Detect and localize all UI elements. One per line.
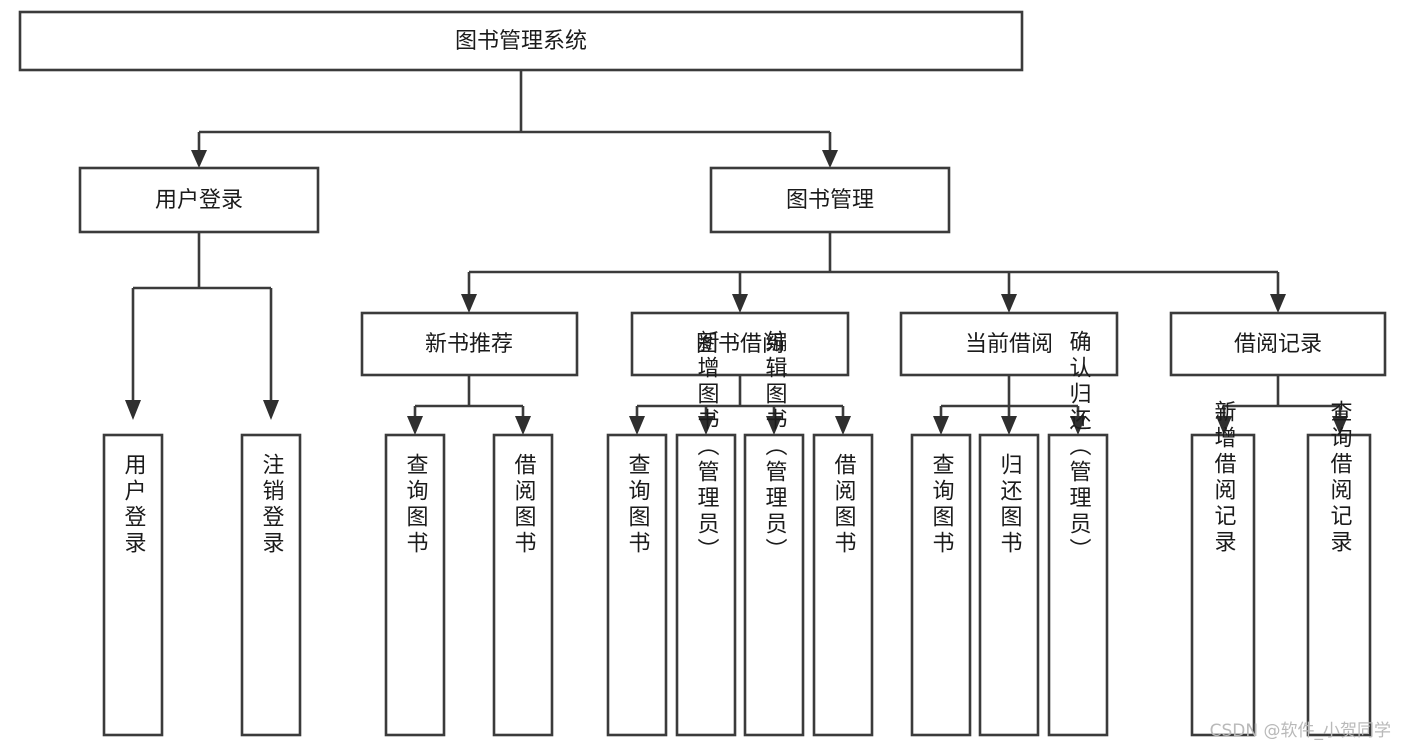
leaf-logout-login-label: 注销登录 (259, 453, 285, 557)
leaf-user-login-label: 用户登录 (121, 453, 147, 557)
leaf-return-book-label: 归还图书 (997, 453, 1023, 557)
leaf-query-book-borrow-box[interactable] (606, 433, 668, 737)
leaf-user-login[interactable]: 用户登录 (102, 433, 164, 737)
leaf-borrow-book-recommend[interactable]: 借阅图书 (492, 433, 554, 737)
arrowhead-new-book (461, 294, 477, 313)
arrowhead-leaf-add-book (698, 416, 714, 435)
node-current-borrow[interactable]: 当前借阅 (899, 311, 1119, 377)
leaf-user-login-box[interactable] (102, 433, 164, 737)
leaf-borrow-book-recommend-label: 借阅图书 (511, 453, 537, 557)
arrowhead-leaf-query-book-3 (933, 416, 949, 435)
arrowhead-leaf-add-record (1216, 416, 1232, 435)
leaf-logout-login-box[interactable] (240, 433, 302, 737)
node-book-manage-box[interactable] (709, 166, 951, 234)
node-new-book-recommend-label: 新书推荐 (425, 332, 513, 357)
arrowhead-leaf-query-book-1 (407, 416, 423, 435)
node-new-book-recommend[interactable]: 新书推荐 (360, 311, 579, 377)
arrowhead-leaf-borrow-book-2 (835, 416, 851, 435)
arrowhead-leaf-query-record (1332, 416, 1348, 435)
leaf-query-book-recommend-box[interactable] (384, 433, 446, 737)
connectors-book-manage-to-level3 (461, 232, 1286, 313)
node-root-system-box[interactable] (18, 10, 1024, 72)
arrowhead-leaf-logout (263, 400, 279, 420)
connectors-new-book-to-leaves (407, 375, 531, 435)
leaf-confirm-return-label: 确认归还（管理员） (1066, 330, 1092, 564)
arrowhead-leaf-confirm-return (1070, 416, 1086, 435)
leaf-logout-login[interactable]: 注销登录 (240, 433, 302, 737)
leaf-query-book-current[interactable]: 查询图书 (910, 433, 972, 737)
leaf-confirm-return-box[interactable] (1047, 433, 1109, 737)
leaf-edit-book[interactable]: 编辑图书（管理员） (743, 330, 805, 737)
node-user-login-label: 用户登录 (155, 188, 243, 213)
arrowhead-user-login (191, 150, 207, 168)
node-current-borrow-label: 当前借阅 (965, 332, 1053, 357)
node-borrow-record-label: 借阅记录 (1234, 332, 1322, 357)
leaf-add-book[interactable]: 新增图书（管理员） (675, 330, 737, 737)
node-book-manage-label: 图书管理 (786, 188, 874, 213)
leaf-add-borrow-record[interactable]: 新增借阅记录 (1190, 400, 1256, 737)
arrowhead-book-borrow (732, 294, 748, 313)
connectors-current-borrow-to-leaves (933, 375, 1086, 435)
arrowhead-borrow-record (1270, 294, 1286, 313)
arrowhead-leaf-query-book-2 (629, 416, 645, 435)
leaf-return-book[interactable]: 归还图书 (978, 433, 1040, 737)
arrowhead-leaf-edit-book (766, 416, 782, 435)
leaf-return-book-box[interactable] (978, 433, 1040, 737)
node-book-borrow-label: 图书借阅 (696, 332, 784, 357)
connectors-borrow-record-to-leaves (1216, 375, 1348, 435)
leaf-borrow-book-label: 借阅图书 (831, 453, 857, 557)
node-new-book-recommend-box[interactable] (360, 311, 579, 377)
leaf-query-borrow-record-box[interactable] (1306, 433, 1372, 737)
arrowhead-leaf-return-book (1001, 416, 1017, 435)
leaf-borrow-book[interactable]: 借阅图书 (812, 433, 874, 737)
leaf-borrow-book-recommend-box[interactable] (492, 433, 554, 737)
leaf-add-book-label: 新增图书（管理员） (694, 330, 720, 564)
leaf-query-book-borrow-label: 查询图书 (625, 453, 651, 557)
node-root-system-label: 图书管理系统 (455, 29, 587, 54)
node-current-borrow-box[interactable] (899, 311, 1119, 377)
leaf-query-borrow-record-label: 查询借阅记录 (1327, 400, 1353, 556)
leaf-add-borrow-record-label: 新增借阅记录 (1211, 400, 1237, 556)
node-user-login-box[interactable] (78, 166, 320, 234)
leaf-query-borrow-record[interactable]: 查询借阅记录 (1306, 400, 1372, 737)
leaf-edit-book-box[interactable] (743, 433, 805, 737)
leaf-add-borrow-record-box[interactable] (1190, 433, 1256, 737)
arrowhead-current-borrow (1001, 294, 1017, 313)
arrowhead-leaf-borrow-book-1 (515, 416, 531, 435)
node-user-login[interactable]: 用户登录 (78, 166, 320, 234)
node-root-system[interactable]: 图书管理系统 (18, 10, 1024, 72)
connectors-book-borrow-to-leaves (629, 375, 851, 435)
leaf-query-book-current-label: 查询图书 (929, 453, 955, 557)
csdn-watermark: CSDN @软件_小贺同学 (1209, 721, 1391, 741)
leaf-borrow-book-box[interactable] (812, 433, 874, 737)
connectors-user-login-to-leaves (125, 232, 279, 420)
node-book-manage[interactable]: 图书管理 (709, 166, 951, 234)
node-borrow-record[interactable]: 借阅记录 (1169, 311, 1387, 377)
leaf-query-book-recommend-label: 查询图书 (403, 453, 429, 557)
arrowhead-book-manage (822, 150, 838, 168)
leaf-add-book-box[interactable] (675, 433, 737, 737)
leaf-query-book-borrow[interactable]: 查询图书 (606, 433, 668, 737)
leaf-query-book-recommend[interactable]: 查询图书 (384, 433, 446, 737)
arrowhead-leaf-user-login (125, 400, 141, 420)
node-borrow-record-box[interactable] (1169, 311, 1387, 377)
leaf-confirm-return[interactable]: 确认归还（管理员） (1047, 330, 1109, 737)
node-book-borrow-box[interactable] (630, 311, 850, 377)
leaf-edit-book-label: 编辑图书（管理员） (762, 330, 788, 564)
node-book-borrow[interactable]: 图书借阅 (630, 311, 850, 377)
leaf-query-book-current-box[interactable] (910, 433, 972, 737)
connectors-root-to-level2 (191, 70, 838, 168)
